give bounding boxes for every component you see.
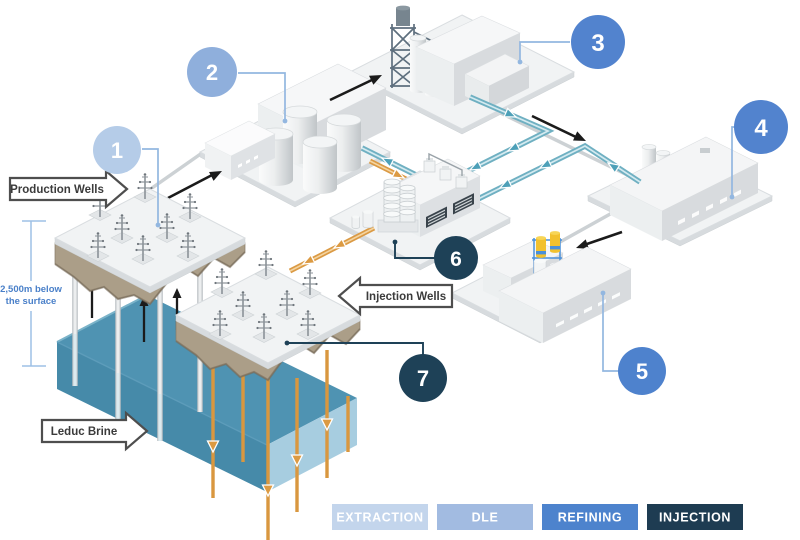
svg-text:3: 3 [591,30,604,57]
flow-arrow-1-to-2 [167,171,222,200]
stage-marker-2: 2 [187,47,288,124]
lithium-stream-pipes [360,94,642,206]
platform-stage-1-production-wells [53,172,247,306]
legend-label-extraction: EXTRACTION [336,511,423,525]
legend: EXTRACTION DLE REFINING INJECTION [332,504,743,530]
dle-plant-icon [390,5,530,108]
right-arrow-sign-icon [40,410,149,452]
stage-circle-2 [187,47,237,97]
processing-building-icon [609,136,759,241]
stage-circle-7 [399,354,447,402]
legend-label-refining: REFINING [558,511,623,525]
flow-arrow-3-to-4 [531,114,586,141]
production-wells-text: Production Wells [10,184,104,196]
legend-chip-refining [542,504,638,530]
svg-text:4: 4 [754,115,768,142]
legend-chip-extraction [332,504,428,530]
legend-chip-dle [437,504,533,530]
right-arrow-sign-icon [8,168,129,210]
wellhead-icon [298,268,322,300]
stage-circle-5 [618,347,666,395]
stage-circle-4 [734,100,788,154]
flow-arrow-4-to-5 [576,230,623,249]
depth-label-line1: 2,500m below [0,284,62,295]
stage-circle-3 [571,15,625,69]
stage-marker-3: 3 [517,15,625,69]
distillation-columns-icon [351,178,419,233]
svg-text:2: 2 [206,60,218,85]
wellhead-icon [210,267,234,299]
stage-marker-6: 6 [392,236,478,280]
platform-stage-2 [198,63,392,208]
platform-stage-7-injection-wells [174,249,362,382]
brine-down-arrows [206,418,334,498]
stage-circle-1 [93,126,141,174]
svg-text:6: 6 [450,248,462,271]
depth-label-line2: the surface [6,296,57,307]
platform-stage-5 [450,231,632,344]
rooftop-hoppers [423,152,468,189]
legend-label-dle: DLE [472,511,499,525]
stage-circle-6 [434,236,478,280]
platform-stage-4 [586,136,774,247]
storage-tanks-icon [204,63,387,194]
flow-arrow-2-to-3 [329,75,382,102]
depth-scale [22,220,46,367]
leduc-brine-label: Leduc Brine [40,410,149,452]
stage-marker-4: 4 [729,100,788,200]
legend-chip-injection [647,504,743,530]
stage-marker-5: 5 [600,290,666,395]
platform-stage-3 [348,5,576,135]
svg-text:1: 1 [111,138,123,163]
stage-marker-7: 7 [284,340,447,402]
wellhead-icon [254,249,278,281]
stage-marker-1: 1 [93,126,161,228]
refinery-icon [351,152,481,237]
injection-wells-text: Injection Wells [366,291,446,303]
svg-text:7: 7 [417,366,429,391]
production-wells-label: Production Wells [8,168,129,210]
svg-text:5: 5 [636,359,648,384]
legend-label-injection: INJECTION [659,511,731,525]
refining-plant-icon [482,231,632,343]
spent-brine-pipe-to-injection [288,225,376,274]
leduc-brine-text: Leduc Brine [51,426,117,438]
left-arrow-sign-icon [337,275,454,317]
injection-wells-label: Injection Wells [337,275,454,317]
